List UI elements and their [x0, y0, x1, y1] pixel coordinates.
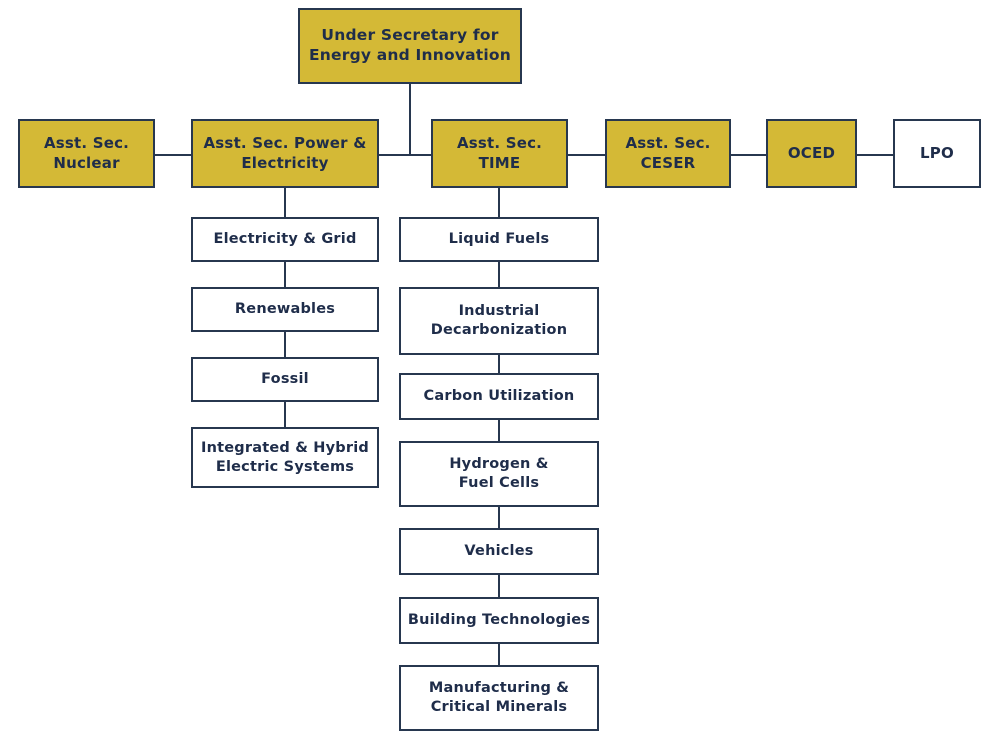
node-lpo-label: LPO	[920, 143, 954, 162]
node-building-technologies[interactable]: Building Technologies	[399, 597, 599, 644]
node-under-secretary[interactable]: Under Secretary for Energy and Innovatio…	[298, 8, 522, 84]
node-liquid-fuels-label: Liquid Fuels	[448, 231, 550, 248]
node-manufacturing-and-critical-minerals-label: Manufacturing & Critical Minerals	[428, 680, 570, 715]
node-asst-sec-nuclear-label: Asst. Sec. Nuclear	[43, 134, 130, 172]
node-carbon-utilization-label: Carbon Utilization	[423, 388, 575, 405]
node-building-technologies-label: Building Technologies	[407, 612, 591, 629]
node-integrated-hybrid-electric-systems[interactable]: Integrated & Hybrid Electric Systems	[191, 427, 379, 488]
node-fossil-label: Fossil	[261, 371, 309, 388]
node-carbon-utilization[interactable]: Carbon Utilization	[399, 373, 599, 420]
node-electricity-and-grid-label: Electricity & Grid	[213, 231, 357, 248]
node-asst-sec-power-electricity-label: Asst. Sec. Power & Electricity	[203, 134, 367, 172]
node-asst-sec-time-label: Asst. Sec. TIME	[456, 134, 543, 172]
node-renewables-label: Renewables	[234, 301, 336, 318]
node-liquid-fuels[interactable]: Liquid Fuels	[399, 217, 599, 262]
node-fossil[interactable]: Fossil	[191, 357, 379, 402]
node-renewables[interactable]: Renewables	[191, 287, 379, 332]
node-asst-sec-nuclear[interactable]: Asst. Sec. Nuclear	[18, 119, 155, 188]
node-asst-sec-ceser[interactable]: Asst. Sec. CESER	[605, 119, 731, 188]
node-asst-sec-time[interactable]: Asst. Sec. TIME	[431, 119, 568, 188]
node-vehicles[interactable]: Vehicles	[399, 528, 599, 575]
node-industrial-decarbonization[interactable]: Industrial Decarbonization	[399, 287, 599, 355]
node-industrial-decarbonization-label: Industrial Decarbonization	[430, 303, 568, 338]
node-hydrogen-and-fuel-cells-label: Hydrogen & Fuel Cells	[449, 456, 549, 491]
node-manufacturing-and-critical-minerals[interactable]: Manufacturing & Critical Minerals	[399, 665, 599, 731]
node-electricity-and-grid[interactable]: Electricity & Grid	[191, 217, 379, 262]
node-oced[interactable]: OCED	[766, 119, 857, 188]
node-asst-sec-power-electricity[interactable]: Asst. Sec. Power & Electricity	[191, 119, 379, 188]
node-oced-label: OCED	[787, 143, 836, 162]
node-under-secretary-label: Under Secretary for Energy and Innovatio…	[308, 26, 511, 64]
node-asst-sec-ceser-label: Asst. Sec. CESER	[625, 134, 711, 172]
node-vehicles-label: Vehicles	[464, 543, 534, 560]
node-integrated-hybrid-electric-systems-label: Integrated & Hybrid Electric Systems	[201, 439, 369, 475]
node-lpo[interactable]: LPO	[893, 119, 981, 188]
node-hydrogen-and-fuel-cells[interactable]: Hydrogen & Fuel Cells	[399, 441, 599, 507]
